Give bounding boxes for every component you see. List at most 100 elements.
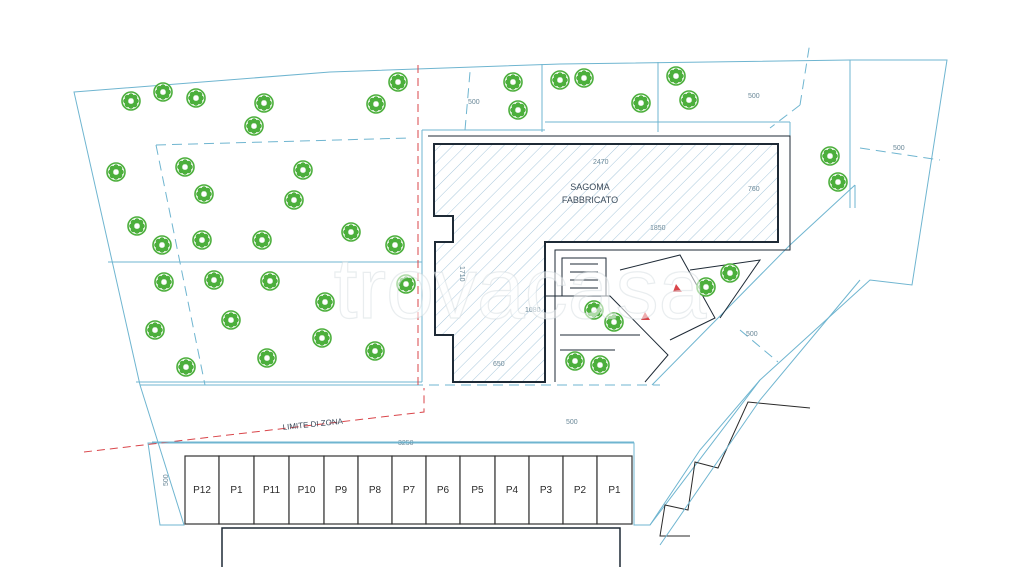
tree-icon bbox=[221, 310, 241, 330]
tree-icon bbox=[508, 100, 528, 120]
parking-space: P1 bbox=[218, 455, 255, 525]
dimension-text: 760 bbox=[748, 186, 760, 193]
tree-icon bbox=[121, 91, 141, 111]
parking-space: P5 bbox=[459, 455, 496, 525]
parking-space: P10 bbox=[288, 455, 325, 525]
tree-icon bbox=[820, 146, 840, 166]
parking-space: P3 bbox=[528, 455, 564, 525]
entry-marker bbox=[641, 312, 650, 320]
tree-icon bbox=[204, 270, 224, 290]
parking-space-label: P5 bbox=[471, 485, 484, 496]
tree-icon bbox=[106, 162, 126, 182]
tree-icon bbox=[696, 277, 716, 297]
building-label-line1: SAGOMA bbox=[570, 182, 610, 192]
tree-icon bbox=[590, 355, 610, 375]
parking-space-label: P4 bbox=[506, 485, 519, 496]
tree-icon bbox=[284, 190, 304, 210]
tree-icon bbox=[679, 90, 699, 110]
tree-icon bbox=[550, 70, 570, 90]
tree-icon bbox=[828, 172, 848, 192]
setback-lines bbox=[155, 41, 941, 386]
tree-icon bbox=[315, 292, 335, 312]
dimension-text: 2470 bbox=[593, 159, 609, 166]
parking-space-label: P10 bbox=[298, 485, 316, 496]
stepped-boundary bbox=[659, 401, 811, 537]
parking-space: P11 bbox=[253, 455, 290, 525]
parking-space: P8 bbox=[357, 455, 393, 525]
parking-space-label: P1 bbox=[230, 485, 243, 496]
dimension-text: 3250 bbox=[398, 440, 414, 447]
parking-space-label: P6 bbox=[437, 485, 450, 496]
tree-icon bbox=[257, 348, 277, 368]
trees bbox=[106, 66, 848, 377]
tree-icon bbox=[154, 272, 174, 292]
dimension-text: 1850 bbox=[650, 225, 666, 232]
tree-icon bbox=[503, 72, 523, 92]
tree-icon bbox=[176, 357, 196, 377]
parking-space-label: P8 bbox=[369, 485, 382, 496]
tree-icon bbox=[604, 312, 624, 332]
tree-icon bbox=[365, 341, 385, 361]
dimension-text: 500 bbox=[566, 419, 578, 426]
tree-icon bbox=[244, 116, 264, 136]
zone-limit-label: LIMITE DI ZONA bbox=[282, 417, 344, 432]
tree-icon bbox=[127, 216, 147, 236]
slope-line bbox=[659, 279, 861, 546]
site-boundary bbox=[73, 59, 948, 526]
parking-space: P6 bbox=[425, 455, 461, 525]
tree-icon bbox=[565, 351, 585, 371]
dimension-text: 1710 bbox=[458, 266, 465, 282]
parking-space: P1 bbox=[596, 455, 633, 525]
parking-space-label: P1 bbox=[608, 485, 621, 496]
parking-space-label: P12 bbox=[193, 485, 211, 496]
tree-icon bbox=[631, 93, 651, 113]
building-outer-wall bbox=[428, 135, 791, 382]
entry-marker bbox=[673, 284, 682, 292]
tree-icon bbox=[192, 230, 212, 250]
parking-space: P4 bbox=[494, 455, 530, 525]
lower-building bbox=[221, 527, 621, 567]
tree-icon bbox=[396, 274, 416, 294]
tree-icon bbox=[194, 184, 214, 204]
tree-icon bbox=[252, 230, 272, 250]
building-label-line2: FABBRICATO bbox=[562, 195, 618, 205]
dimension-text: 650 bbox=[493, 361, 505, 368]
parking-space-label: P11 bbox=[263, 485, 280, 496]
tree-icon bbox=[145, 320, 165, 340]
tree-icon bbox=[388, 72, 408, 92]
parking-space-label: P7 bbox=[403, 485, 416, 496]
parking-space-label: P3 bbox=[540, 485, 553, 496]
tree-icon bbox=[666, 66, 686, 86]
dimension-text: 500 bbox=[893, 145, 905, 152]
tree-icon bbox=[254, 93, 274, 113]
tree-icon bbox=[175, 157, 195, 177]
tree-icon bbox=[260, 271, 280, 291]
zone-limit-line bbox=[83, 65, 425, 453]
tree-icon bbox=[574, 68, 594, 88]
tree-icon bbox=[366, 94, 386, 114]
dimension-text: 500 bbox=[748, 93, 760, 100]
tree-icon bbox=[720, 263, 740, 283]
dimension-text: 500 bbox=[746, 331, 758, 338]
tree-icon bbox=[152, 235, 172, 255]
watermark: trovacasa bbox=[334, 241, 707, 337]
dimension-text: 500 bbox=[163, 474, 170, 486]
parking-space: P7 bbox=[391, 455, 427, 525]
parking-space-label: P2 bbox=[574, 485, 587, 496]
parking-space: P2 bbox=[562, 455, 598, 525]
tree-icon bbox=[584, 300, 604, 320]
parking-space: P9 bbox=[323, 455, 359, 525]
tree-icon bbox=[312, 328, 332, 348]
dimension-text: 500 bbox=[468, 99, 480, 106]
tree-icon bbox=[341, 222, 361, 242]
parking-space-label: P9 bbox=[335, 485, 348, 496]
parking-space: P12 bbox=[184, 455, 220, 525]
tree-icon bbox=[153, 82, 173, 102]
tree-icon bbox=[186, 88, 206, 108]
parking-row: P12 P1 P11 P10 P9 P8 P7 P6 P5 P4 P3 P2 P1 bbox=[184, 455, 633, 525]
tree-icon bbox=[385, 235, 405, 255]
tree-icon bbox=[293, 160, 313, 180]
dimensions: 500 500 500 2470 760 1850 1710 1080 650 … bbox=[163, 93, 905, 486]
dimension-text: 1080 bbox=[525, 307, 541, 314]
